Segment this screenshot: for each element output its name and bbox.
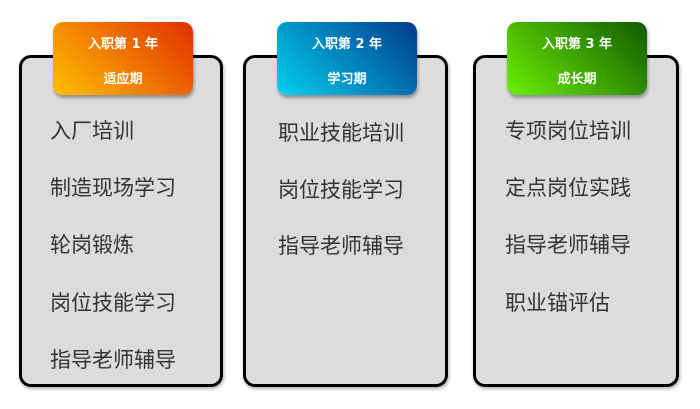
stage-card-1 [19,55,223,387]
list-item: 职业锚评估 [505,291,610,315]
stage-year: 入职第 1 年 [87,37,159,52]
stage-phase: 成长期 [557,72,597,87]
stage-header-3: 入职第 3 年 成长期 [507,22,647,95]
stage-year: 入职第 3 年 [541,37,613,52]
list-item: 指导老师辅导 [505,233,631,257]
stage-year: 入职第 2 年 [311,37,383,52]
list-item: 职业技能培训 [278,121,404,145]
list-item: 专项岗位培训 [505,119,631,143]
stage-header-1: 入职第 1 年 适应期 [53,22,193,95]
list-item: 岗位技能学习 [50,291,176,315]
list-item: 指导老师辅导 [278,234,404,258]
list-item: 岗位技能学习 [278,178,404,202]
stage-card-3 [473,55,679,387]
stage-phase: 学习期 [327,72,367,87]
list-item: 制造现场学习 [50,176,176,200]
list-item: 定点岗位实践 [505,176,631,200]
list-item: 轮岗锻炼 [50,233,134,257]
list-item: 入厂培训 [50,119,134,143]
stage-card-2 [243,55,448,387]
stage-phase: 适应期 [103,72,143,87]
stage-header-2: 入职第 2 年 学习期 [277,22,417,95]
list-item: 指导老师辅导 [50,348,176,372]
